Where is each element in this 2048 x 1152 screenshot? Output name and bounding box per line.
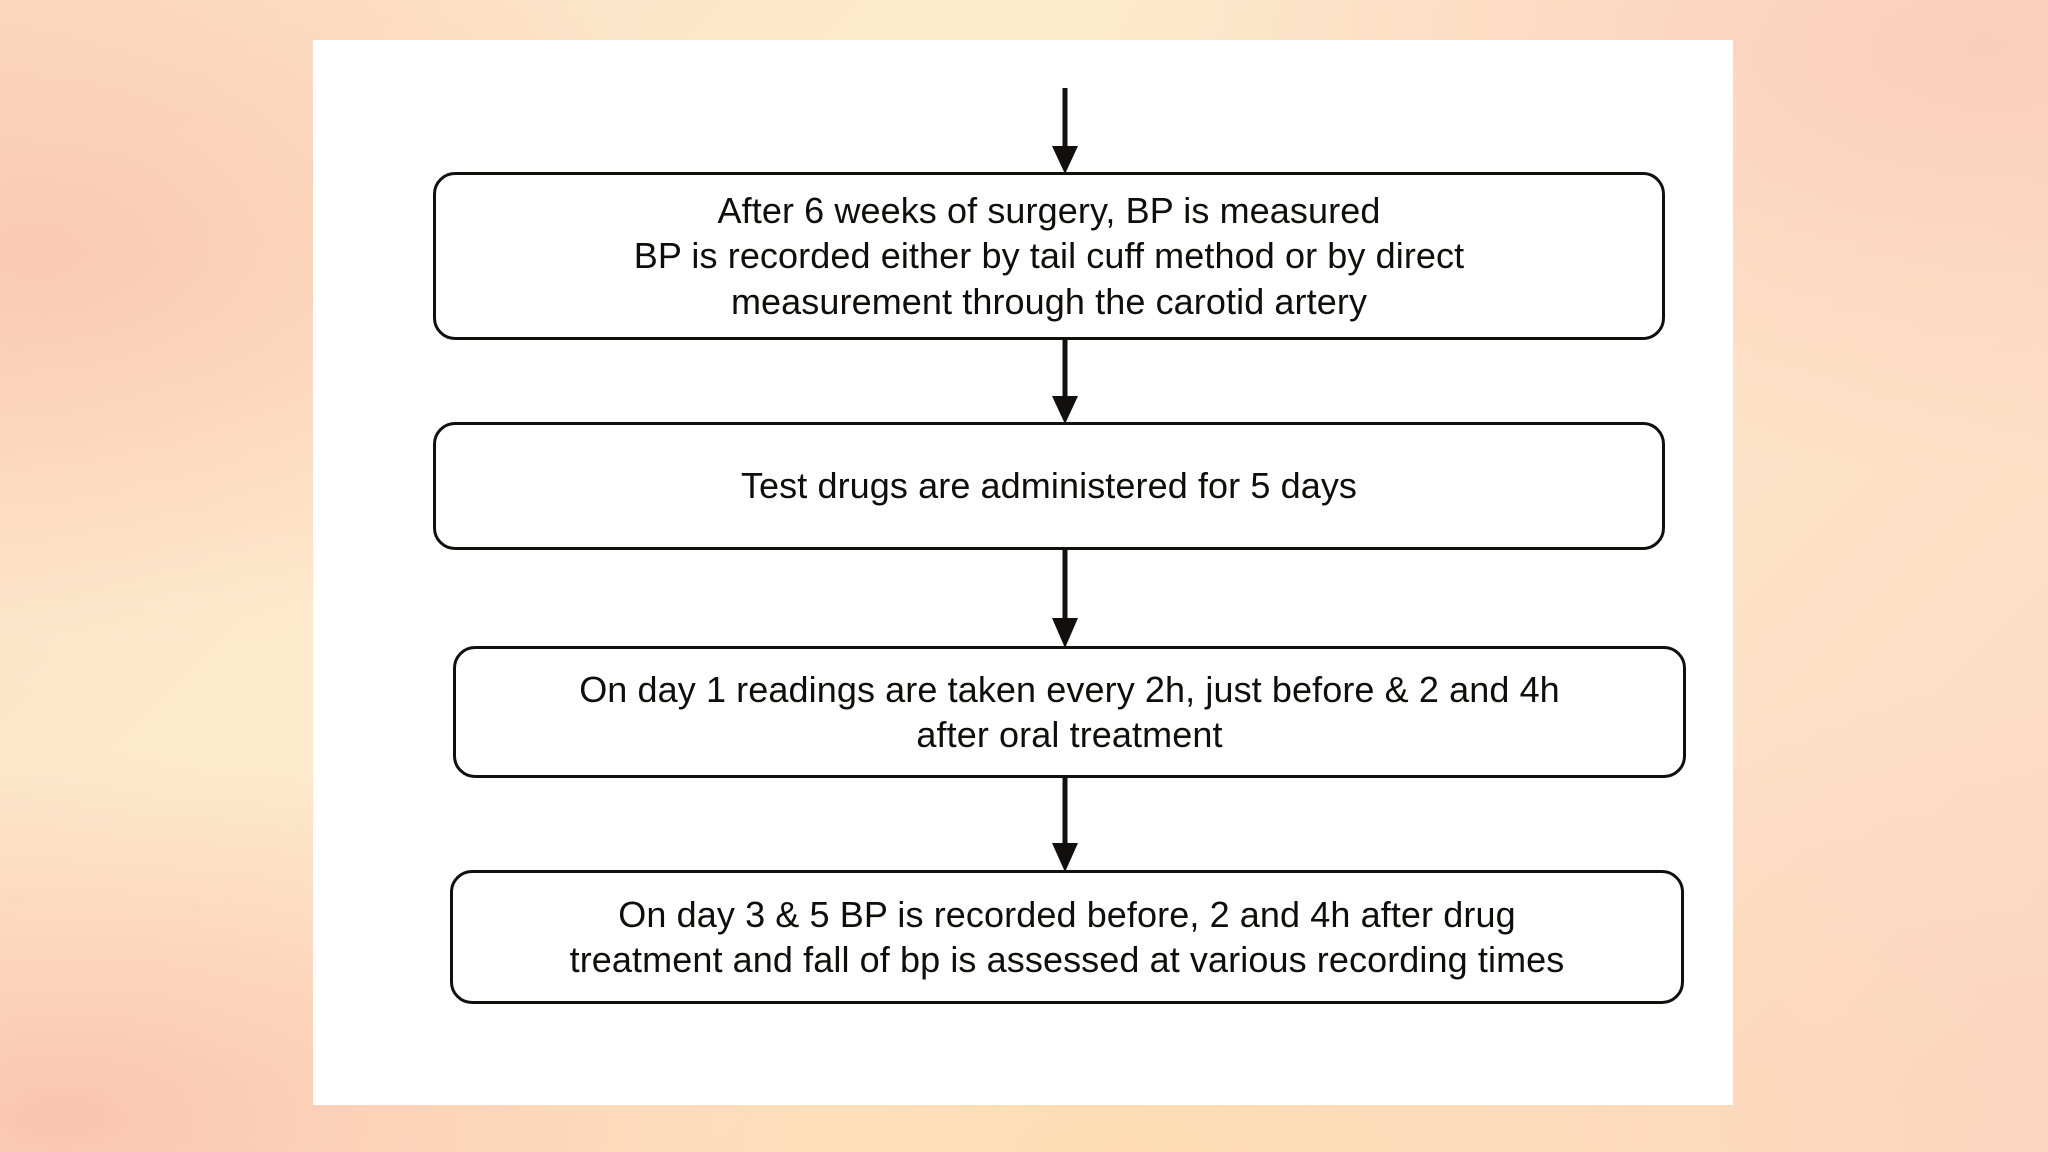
flow-node-label: On day 3 & 5 BP is recorded before, 2 an… [569, 893, 1565, 980]
down-arrow-icon [1048, 88, 1082, 174]
flow-node-bp-measurement[interactable]: After 6 weeks of surgery, BP is measured… [433, 172, 1665, 340]
flow-node-test-drugs[interactable]: Test drugs are administered for 5 days [433, 422, 1665, 550]
flow-node-label: After 6 weeks of surgery, BP is measured… [633, 189, 1465, 322]
down-arrow-icon [1048, 776, 1082, 872]
flow-node-day3-day5-readings[interactable]: On day 3 & 5 BP is recorded before, 2 an… [450, 870, 1684, 1004]
flow-node-label: On day 1 readings are taken every 2h, ju… [579, 668, 1560, 755]
flow-node-day1-readings[interactable]: On day 1 readings are taken every 2h, ju… [453, 646, 1686, 778]
down-arrow-icon [1048, 548, 1082, 648]
flow-node-label: Test drugs are administered for 5 days [740, 465, 1358, 507]
down-arrow-icon [1048, 338, 1082, 424]
